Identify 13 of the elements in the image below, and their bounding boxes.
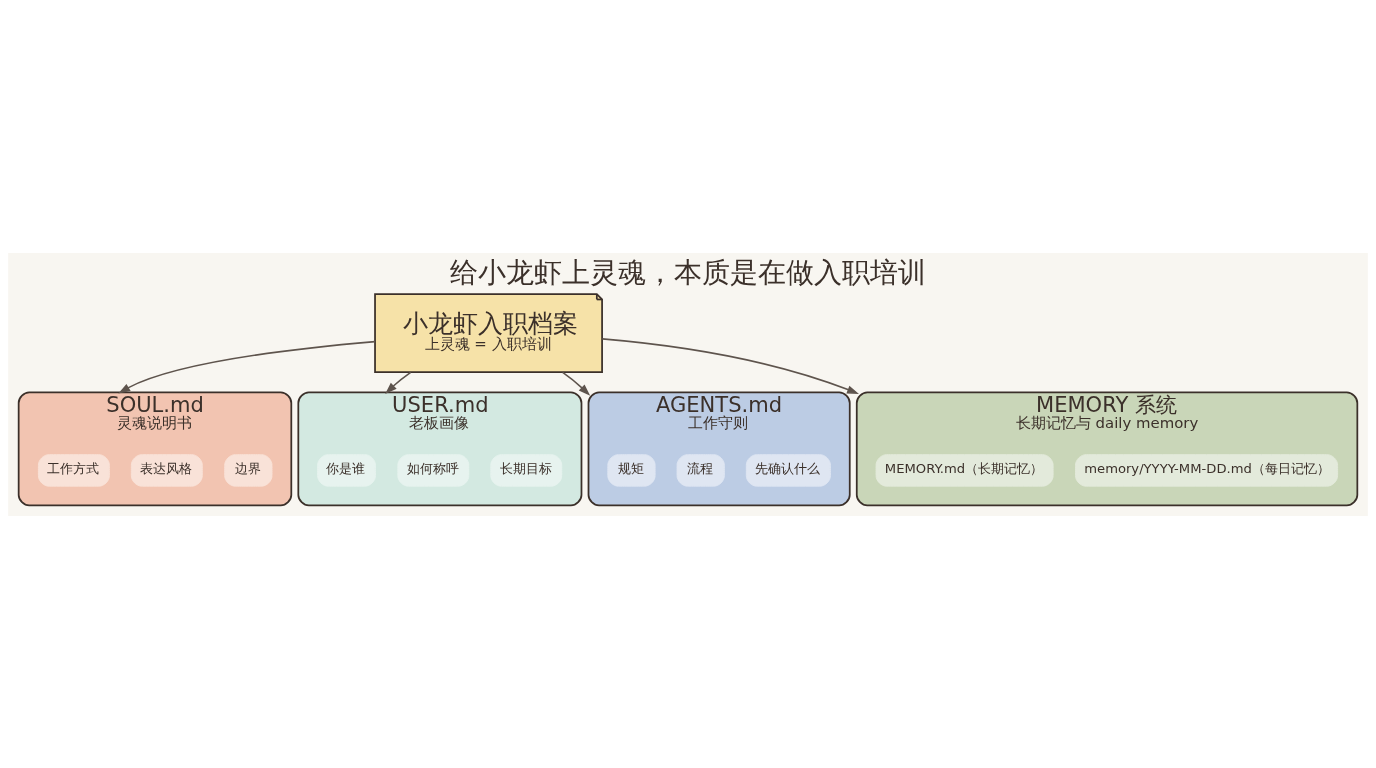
arrow xyxy=(118,340,376,394)
arrow xyxy=(561,371,591,396)
node-box: 流程 xyxy=(676,453,725,487)
node-box: 边界 xyxy=(224,453,273,487)
node-box: MEMORY.md（长期记忆） xyxy=(875,453,1054,487)
arrow xyxy=(601,337,859,394)
node-box: 规矩 xyxy=(607,453,656,487)
diagram-title: 给小龙虾上灵魂，本质是在做入职培训 xyxy=(450,255,926,289)
node-box: 工作方式 xyxy=(37,453,110,487)
node-box: 表达风格 xyxy=(130,453,203,487)
node-box: 先确认什么 xyxy=(745,453,831,487)
arrow xyxy=(385,371,412,394)
node-box: memory/YYYY-MM-DD.md（每日记忆） xyxy=(1075,453,1339,487)
